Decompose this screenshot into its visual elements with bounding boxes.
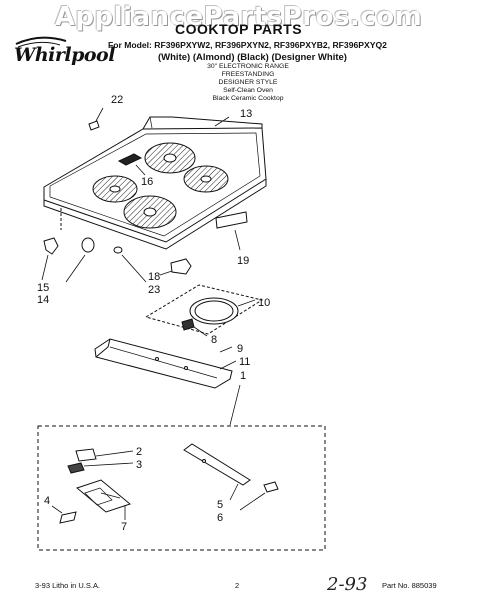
insulator-part	[67, 462, 134, 474]
control-panel-part	[117, 153, 146, 176]
surface-element-part	[181, 297, 256, 337]
leader-line	[229, 384, 241, 426]
description-line: 30" ELECTRONIC RANGE	[207, 63, 289, 70]
bottom-assembly-box	[37, 425, 326, 551]
callout-13: 13	[240, 108, 253, 120]
cooktop-main-top	[43, 116, 267, 250]
callout-16: 16	[141, 176, 154, 188]
callout-22: 22	[111, 94, 124, 106]
range-description: 30" ELECTRONIC RANGE FREESTANDING DESIGN…	[196, 63, 300, 103]
burner-element-front	[123, 195, 177, 229]
burner-element-rear	[144, 142, 196, 174]
terminal-part	[41, 237, 59, 281]
rod-part	[183, 443, 251, 501]
callout-18: 18	[148, 271, 161, 283]
callout-9: 9	[237, 343, 244, 355]
thermostat-part	[159, 258, 192, 276]
callout-23: 23	[148, 284, 161, 296]
mounting-plate-part	[51, 479, 132, 524]
callout-8: 8	[211, 334, 218, 346]
bracket-part	[215, 211, 248, 251]
support-bracket-part	[94, 338, 237, 389]
callout-5: 5	[217, 499, 224, 511]
callout-11: 11	[239, 356, 251, 368]
clip-part	[88, 107, 104, 131]
page-title: COOKTOP PARTS	[174, 21, 303, 37]
callout-4: 4	[44, 495, 51, 507]
callout-19: 19	[237, 255, 250, 267]
brand-name: Whirlpool	[14, 44, 115, 66]
callout-1: 1	[240, 370, 247, 382]
handwritten-date: 2-93	[327, 574, 368, 595]
leader-line	[214, 116, 230, 127]
knob-part	[239, 481, 279, 511]
watermark: AppliancePartsPros.com	[54, 2, 423, 32]
callout-2: 2	[136, 446, 143, 458]
description-line: FREESTANDING	[221, 71, 275, 79]
part-number: Part No. 885039	[382, 581, 437, 590]
callout-3: 3	[136, 459, 143, 471]
description-line: Black Ceramic Cooktop	[212, 95, 284, 103]
screw-part	[113, 246, 147, 283]
callout-14: 14	[37, 294, 50, 306]
description-line: Self-Clean Oven	[223, 87, 273, 95]
color-list: (White) (Almond) (Black) (Designer White…	[158, 52, 347, 63]
description-line: DESIGNER STYLE	[218, 79, 278, 87]
page-number: 2	[235, 581, 240, 590]
callout-10: 10	[258, 297, 271, 309]
model-list: For Model: RF396PXYW2, RF396PXYN2, RF396…	[108, 40, 387, 50]
footer-litho: 3-93 Litho in U.S.A.	[35, 581, 101, 590]
burner-element-left	[92, 175, 138, 203]
burner-element-right	[183, 165, 229, 193]
callout-15: 15	[37, 282, 50, 294]
callout-7: 7	[121, 521, 128, 533]
spacer-part	[65, 237, 95, 283]
callout-6: 6	[217, 512, 224, 524]
switch-part	[75, 448, 134, 462]
